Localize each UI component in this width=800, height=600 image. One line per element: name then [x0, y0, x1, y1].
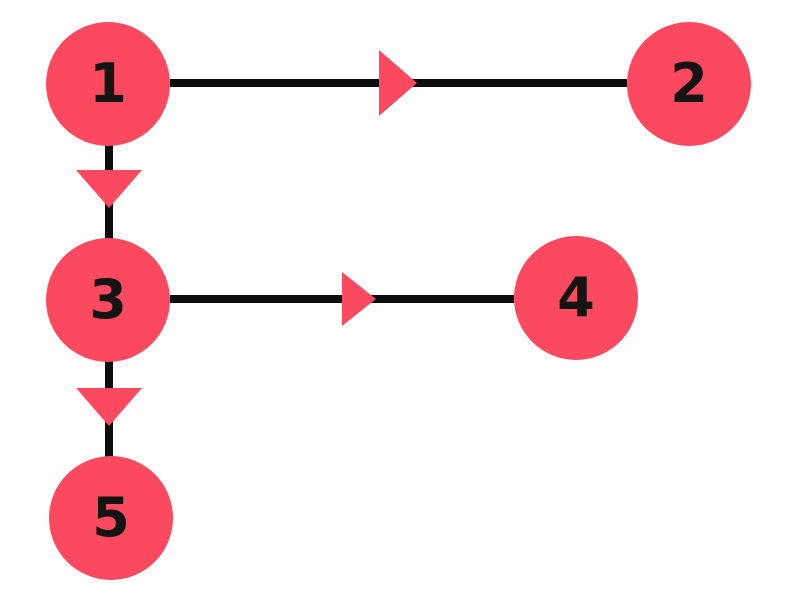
node-label: 1: [89, 52, 127, 115]
arrowhead-down-icon: [76, 170, 142, 208]
node-label: 2: [670, 52, 708, 115]
node-3: 3: [46, 238, 170, 362]
node-5: 5: [49, 456, 173, 580]
node-2: 2: [627, 22, 751, 146]
arrowhead-right-icon: [379, 50, 417, 116]
node-1: 1: [46, 22, 170, 146]
node-label: 3: [89, 268, 127, 331]
node-label: 5: [92, 486, 130, 549]
node-4: 4: [514, 236, 638, 360]
arrowhead-right-icon: [342, 272, 376, 326]
arrowhead-down-icon: [76, 388, 142, 426]
node-label: 4: [557, 266, 595, 329]
